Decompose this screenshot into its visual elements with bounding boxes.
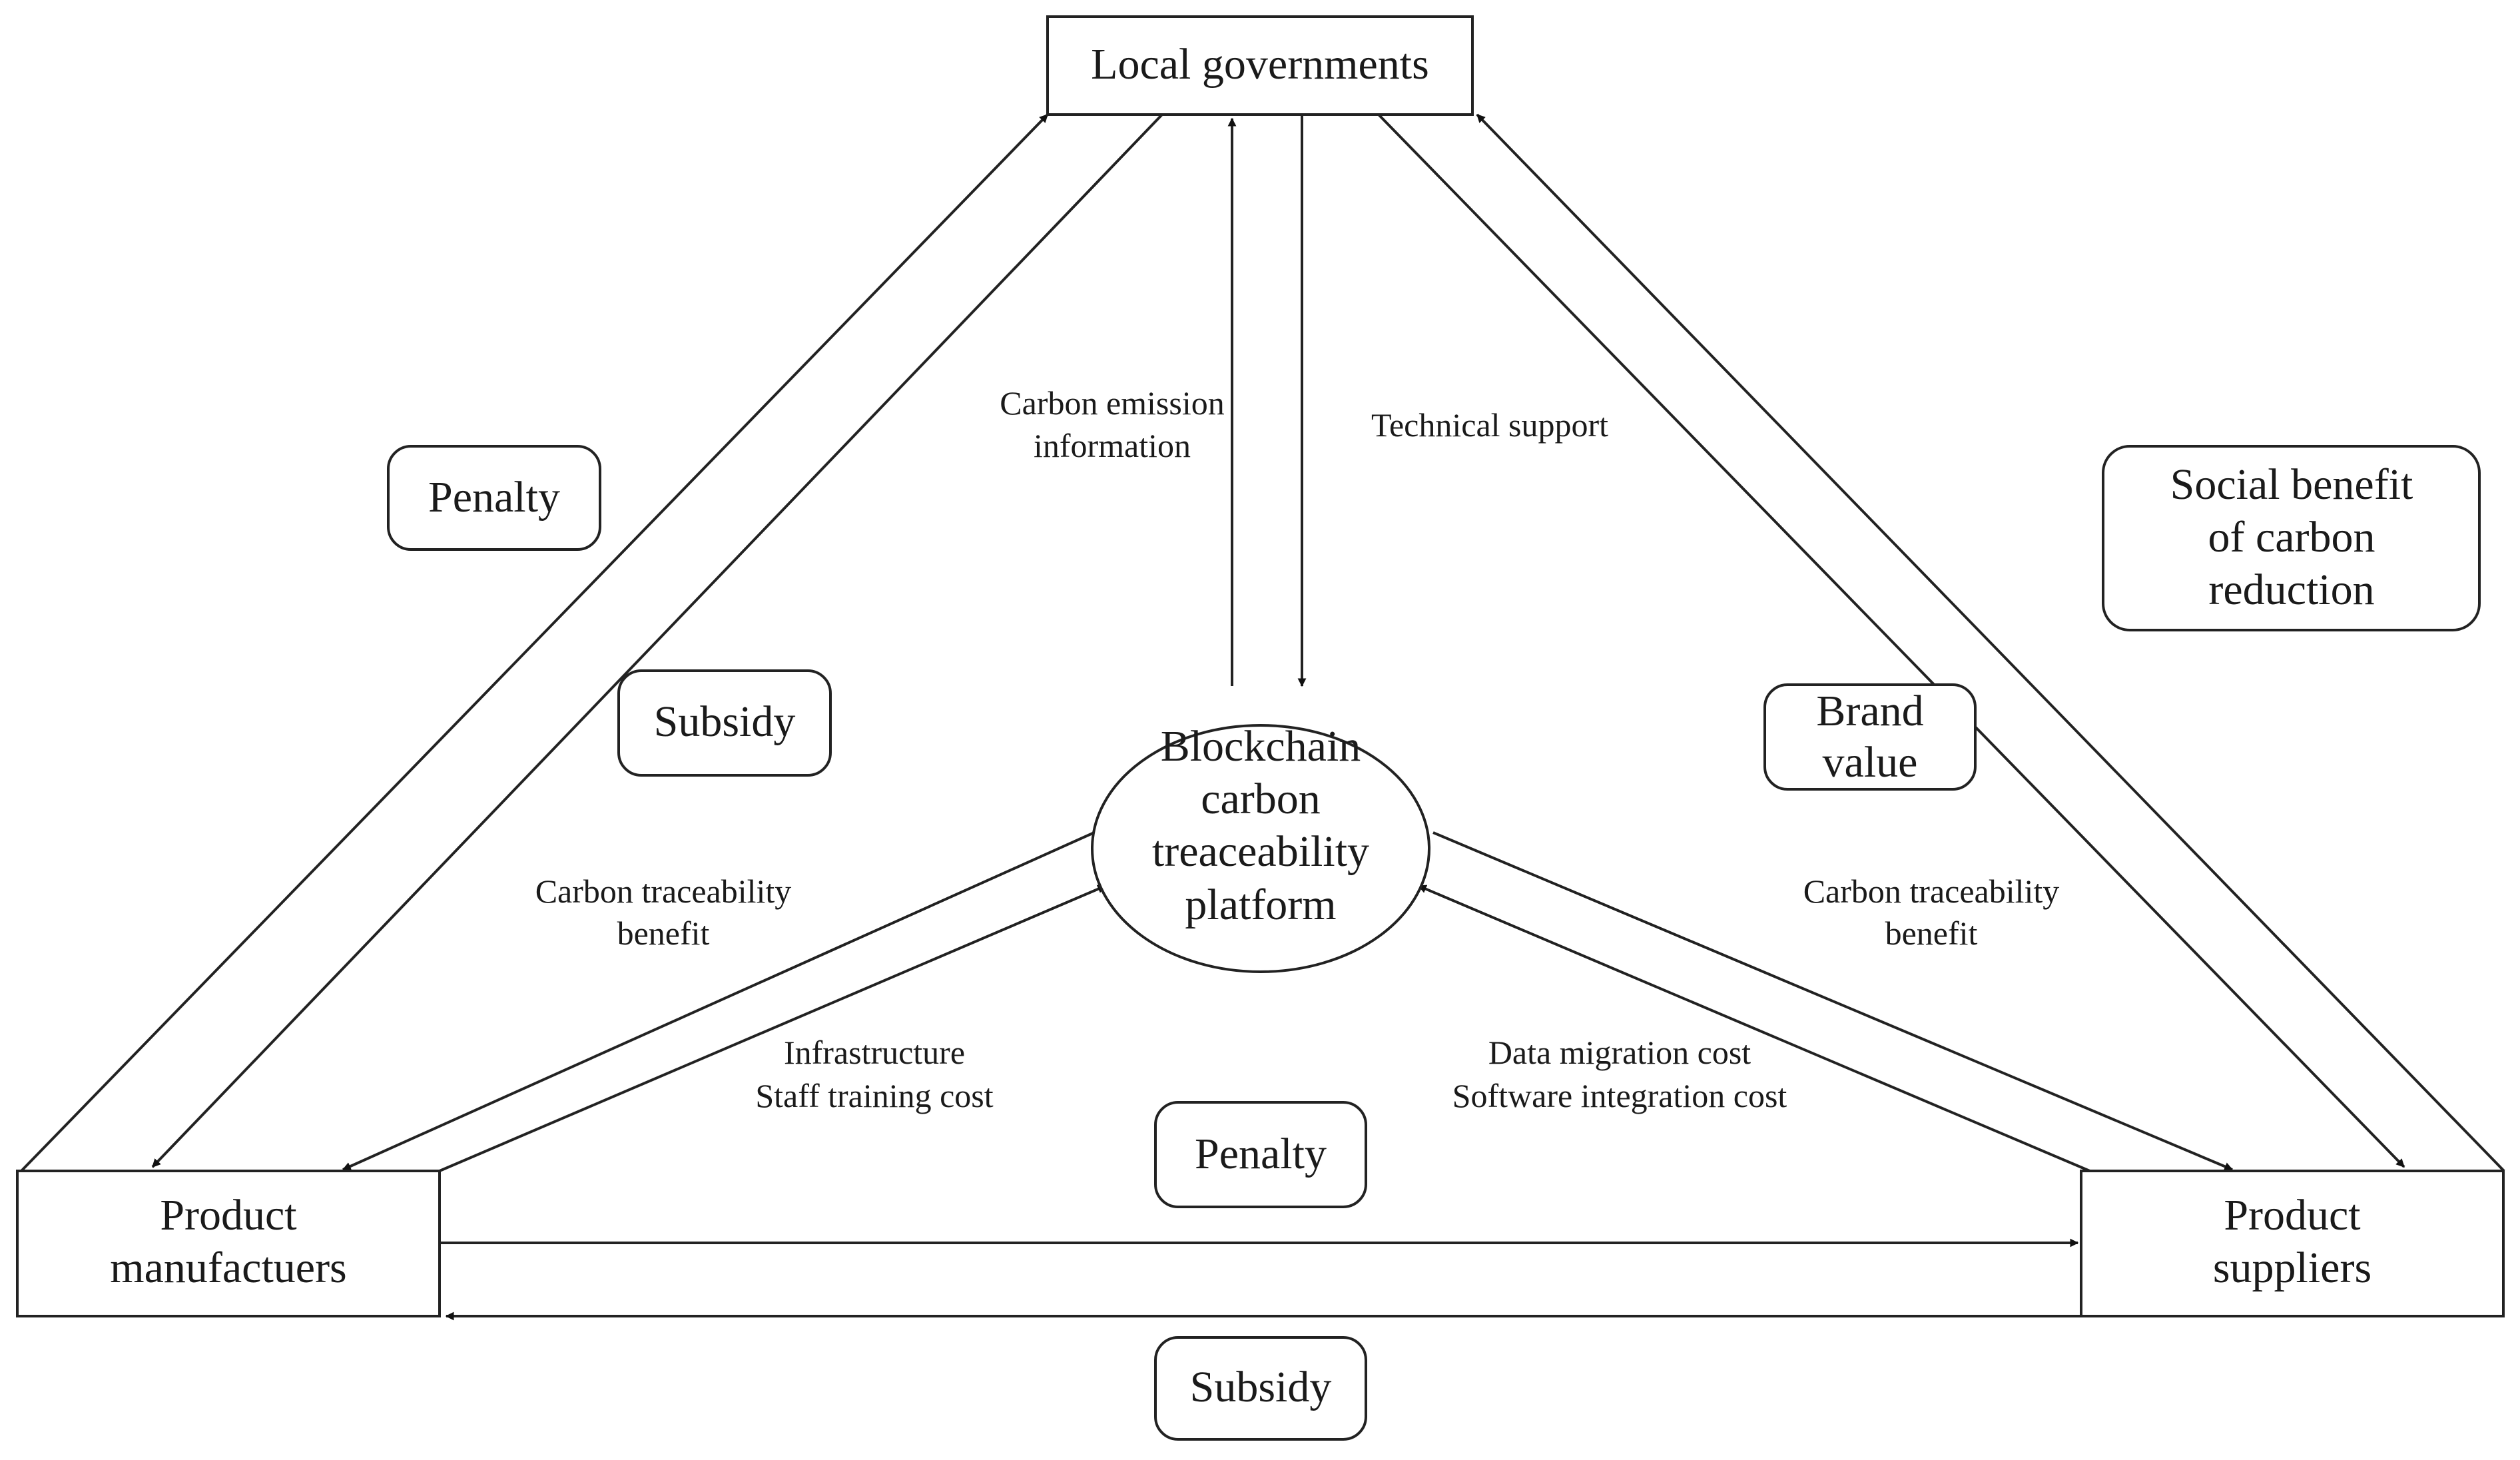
technical-support-label: Technical support xyxy=(1371,406,1608,444)
tag-subsidy-left: Subsidy xyxy=(617,669,832,777)
tag-social-benefit: Social benefit of carbon reduction xyxy=(2102,445,2481,631)
local-governments-label: Local governments xyxy=(1091,40,1429,89)
product-manufacturers-label-line2: manufactuers xyxy=(110,1244,347,1292)
benefit-left-label-line2: benefit xyxy=(617,914,710,952)
product-suppliers-label-line1: Product xyxy=(2224,1191,2360,1240)
brand-value-label-line2: value xyxy=(1823,738,1918,787)
platform-label-line2: carbon xyxy=(1201,775,1321,823)
platform-label-line1: Blockchain xyxy=(1161,722,1361,771)
node-product-suppliers: Product suppliers xyxy=(2080,1170,2505,1317)
carbon-emission-label-line1: Carbon emission xyxy=(1000,384,1224,422)
brand-value-label-line1: Brand xyxy=(1816,687,1923,735)
infrastructure-label-line1: Infrastructure xyxy=(784,1034,965,1071)
social-benefit-label-line1: Social benefit xyxy=(2170,460,2413,509)
node-platform: Blockchain carbon treaceability platform xyxy=(1091,722,1430,973)
platform-label-line4: platform xyxy=(1185,881,1336,929)
tag-penalty-bottom: Penalty xyxy=(1154,1101,1367,1208)
subsidy-bottom-label: Subsidy xyxy=(1190,1363,1332,1411)
tag-brand-value: Brand value xyxy=(1763,683,1977,791)
edge-labels: Carbon emission information Technical su… xyxy=(535,384,2060,1114)
edge-platform-to-manufacturers xyxy=(342,831,1095,1171)
edges xyxy=(20,113,2505,1321)
benefit-right-label-line2: benefit xyxy=(1885,914,1978,952)
subsidy-left-label: Subsidy xyxy=(654,697,796,746)
penalty-left-label: Penalty xyxy=(428,473,560,522)
tag-penalty-left: Penalty xyxy=(387,445,601,551)
edge-platform-to-suppliers xyxy=(1432,831,2234,1171)
social-benefit-label-line2: of carbon xyxy=(2208,513,2375,561)
edge-government-to-suppliers xyxy=(1377,113,2405,1168)
benefit-right-label-line1: Carbon traceability xyxy=(1803,873,2060,910)
edge-manufacturers-to-platform xyxy=(439,885,1107,1172)
product-manufacturers-label-line1: Product xyxy=(160,1191,296,1240)
infrastructure-label-line2: Staff training cost xyxy=(755,1077,993,1114)
penalty-bottom-label: Penalty xyxy=(1195,1130,1327,1178)
social-benefit-label-line3: reduction xyxy=(2208,565,2374,614)
edge-government-to-manufacturers xyxy=(151,113,1163,1168)
data-migration-label-line2: Software integration cost xyxy=(1452,1077,1787,1114)
edge-suppliers-to-government xyxy=(1476,113,2505,1172)
node-local-governments: Local governments xyxy=(1046,15,1474,116)
edge-manufacturers-to-government xyxy=(20,113,1049,1172)
platform-label-line3: treaceability xyxy=(1152,827,1369,876)
product-suppliers-label-line2: suppliers xyxy=(2213,1244,2371,1292)
benefit-left-label-line1: Carbon traceability xyxy=(535,873,792,910)
node-product-manufacturers: Product manufactuers xyxy=(16,1170,441,1317)
data-migration-label-line1: Data migration cost xyxy=(1488,1034,1751,1071)
carbon-emission-label-line2: information xyxy=(1034,427,1191,464)
edge-suppliers-to-platform xyxy=(1417,885,2090,1172)
tag-subsidy-bottom: Subsidy xyxy=(1154,1336,1367,1441)
